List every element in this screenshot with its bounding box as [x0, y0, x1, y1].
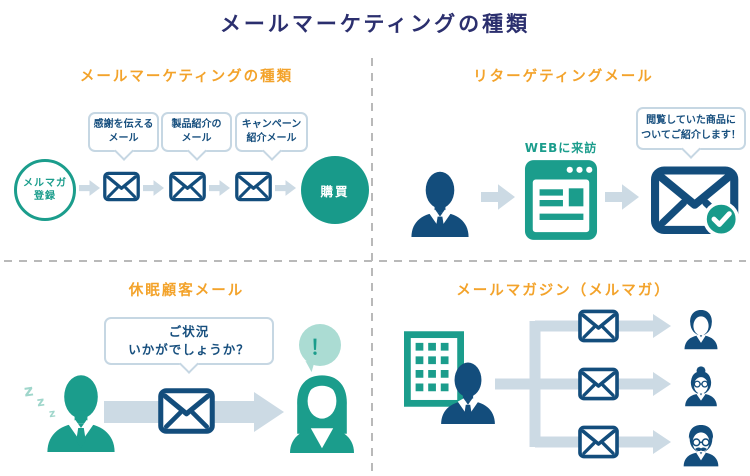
envelope-icon: [158, 387, 215, 435]
envelope-icon: [578, 309, 619, 343]
envelope-icon: [578, 367, 619, 401]
divider-vertical: [371, 58, 373, 472]
avatar-older-man-icon: [681, 420, 721, 470]
section-title-magazine: メールマガジン（メルマガ）: [456, 283, 671, 299]
sleep-z-icon: z: [22, 380, 35, 401]
arrow-right-icon: [79, 180, 100, 196]
speech-bubble-thanks-mail: 感謝を伝える メール: [88, 112, 159, 152]
page-title: メールマーケティングの種類: [219, 12, 531, 36]
businessman-icon: [436, 359, 500, 425]
businessman-icon: [406, 162, 474, 244]
envelope-icon: [169, 171, 206, 202]
speech-bubble-product-mail: 製品紹介の メール: [161, 112, 232, 152]
speech-bubble-campaign-mail: キャンペーン 紹介メール: [235, 112, 308, 152]
arrow-right-icon: [143, 180, 164, 196]
section-title-dormant: 休眠顧客メール: [128, 283, 245, 299]
woman-icon: [282, 373, 362, 453]
section-title-retargeting: リターゲティングメール: [473, 69, 654, 85]
start-circle-register: メルマガ 登録: [14, 159, 76, 221]
arrow-right-icon: [605, 184, 639, 210]
arrow-right-icon: [209, 180, 230, 196]
exclamation-bubble: ！: [299, 324, 341, 366]
envelope-icon: [235, 171, 272, 202]
divider-horizontal: [4, 260, 746, 262]
speech-bubble-retargeting: 閲覧していた商品に ついてご紹介します！: [636, 107, 746, 150]
goal-circle-purchase: 購買: [301, 156, 369, 224]
avatar-woman-bun-icon: [682, 363, 720, 409]
envelope-check-icon: [650, 166, 742, 238]
arrow-right-icon: [275, 180, 296, 196]
arrow-right-icon: [481, 184, 515, 210]
envelope-icon: [103, 171, 140, 202]
avatar-man-icon: [682, 306, 720, 352]
web-visit-label: WEBに来訪: [524, 141, 598, 155]
speech-bubble-status: ご状況 いかがでしょうか？: [104, 317, 274, 365]
envelope-icon: [578, 425, 619, 459]
section-title-email-types: メールマーケティングの種類: [79, 69, 294, 85]
browser-icon: [524, 158, 598, 242]
